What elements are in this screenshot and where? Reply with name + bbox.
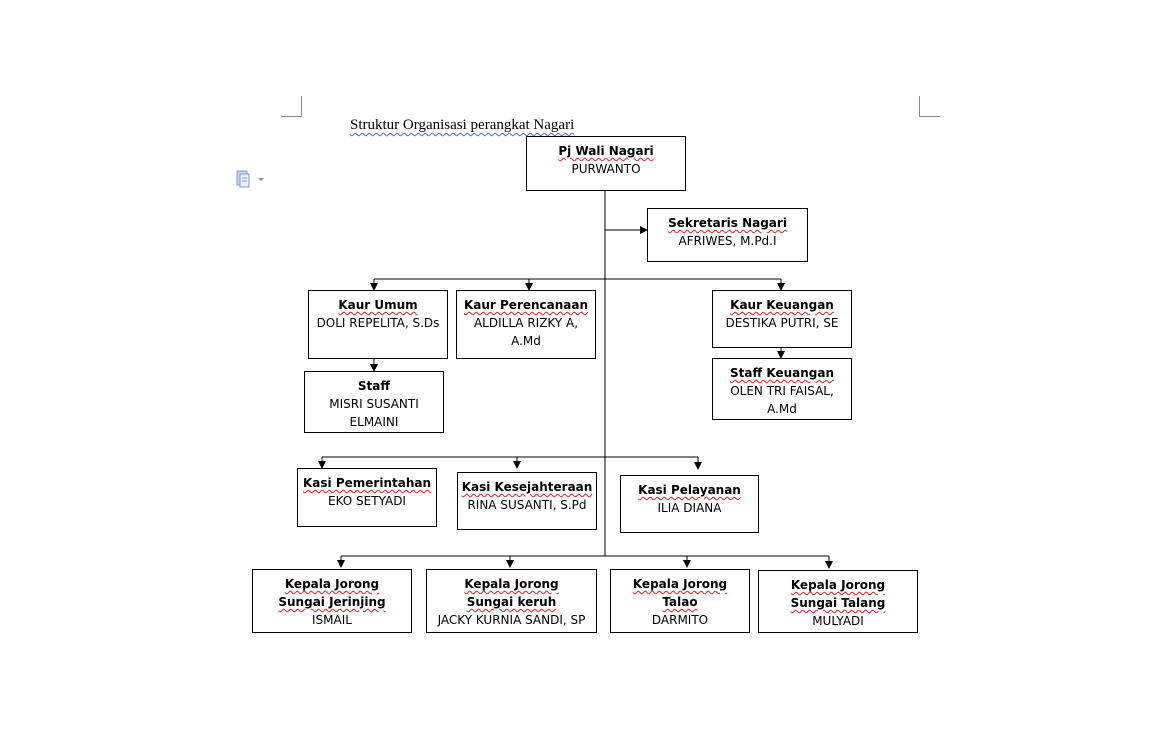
page-corner-mark-top-right [919,96,940,117]
node-name: DESTIKA PUTRI, SE [725,316,839,330]
node-name-line1: MISRI SUSANTI [329,397,419,411]
node-title: Kasi Kesejahteraan [461,480,593,494]
node-kepala-jorong-sungai-keruh: Kepala Jorong Sungai keruh JACKY KURNIA … [426,569,597,633]
node-title: Staff Keuangan [729,366,834,380]
node-wali-nagari: Pj Wali Nagari PURWANTO [526,136,686,191]
page-title: Struktur Organisasi perangkat Nagari [350,117,575,133]
node-name: DOLI REPELITA, S.Ds [316,316,440,330]
node-kepala-jorong-sungai-jerinjing: Kepala Jorong Sungai Jerinjing ISMAIL [252,569,412,633]
node-title-line2: Talao [662,595,698,609]
node-name: JACKY KURNIA SANDI, SP [437,613,586,627]
node-title: Sekretaris Nagari [668,216,787,230]
node-name: MULYADI [812,614,864,628]
node-title: Kasi Pemerintahan [303,476,431,490]
node-title: Kaur Perencanaan [463,298,589,312]
node-staff-keuangan: Staff Keuangan OLEN TRI FAISAL, A.Md [712,358,852,420]
node-title-line1: Kepala Jorong [464,577,559,591]
node-name-line2: A.Md [511,334,541,348]
node-title-line1: Kepala Jorong [284,577,380,591]
node-name: ILIA DIANA [657,501,722,515]
node-title: Staff [357,379,391,393]
node-name: ISMAIL [312,613,352,627]
node-title: Kasi Pelayanan [638,483,741,497]
node-kaur-keuangan: Kaur Keuangan DESTIKA PUTRI, SE [712,290,852,348]
node-title: Pj Wali Nagari [558,144,654,158]
node-kasi-pelayanan: Kasi Pelayanan ILIA DIANA [620,475,759,533]
paste-options-icon[interactable] [236,170,264,188]
node-title: Kaur Keuangan [730,298,834,312]
node-name: PURWANTO [571,162,641,176]
node-staff-umum: Staff MISRI SUSANTI ELMAINI [304,371,444,433]
page-corner-mark-top-left [281,96,302,117]
node-name-line2: A.Md [767,402,797,416]
node-kaur-umum: Kaur Umum DOLI REPELITA, S.Ds [308,290,448,359]
node-title-line2: Sungai keruh [466,595,557,609]
node-name-line2: ELMAINI [349,415,399,429]
node-kasi-kesejahteraan: Kasi Kesejahteraan RINA SUSANTI, S.Pd [457,472,597,530]
node-name-line1: ALDILLA RIZKY A, [473,316,579,330]
node-name: EKO SETYADI [328,494,406,508]
node-kepala-jorong-sungai-talang: Kepala Jorong Sungai Talang MULYADI [758,570,918,633]
node-title-line1: Kepala Jorong [790,578,886,592]
node-kepala-jorong-talao: Kepala Jorong Talao DARMITO [610,569,750,633]
node-name-line1: OLEN TRI FAISAL, [730,384,834,398]
node-title: Kaur Umum [338,298,418,312]
node-title-line1: Kepala Jorong [632,577,728,591]
node-title-line2: Sungai Talang [790,596,886,610]
node-title-line2: Sungai Jerinjing [278,595,386,609]
node-name: DARMITO [651,613,709,627]
node-name: AFRIWES, M.Pd.I [678,234,777,248]
node-sekretaris-nagari: Sekretaris Nagari AFRIWES, M.Pd.I [647,208,808,262]
node-name: RINA SUSANTI, S.Pd [467,498,587,512]
node-kasi-pemerintahan: Kasi Pemerintahan EKO SETYADI [297,468,437,527]
node-kaur-perencanaan: Kaur Perencanaan ALDILLA RIZKY A, A.Md [456,290,596,359]
